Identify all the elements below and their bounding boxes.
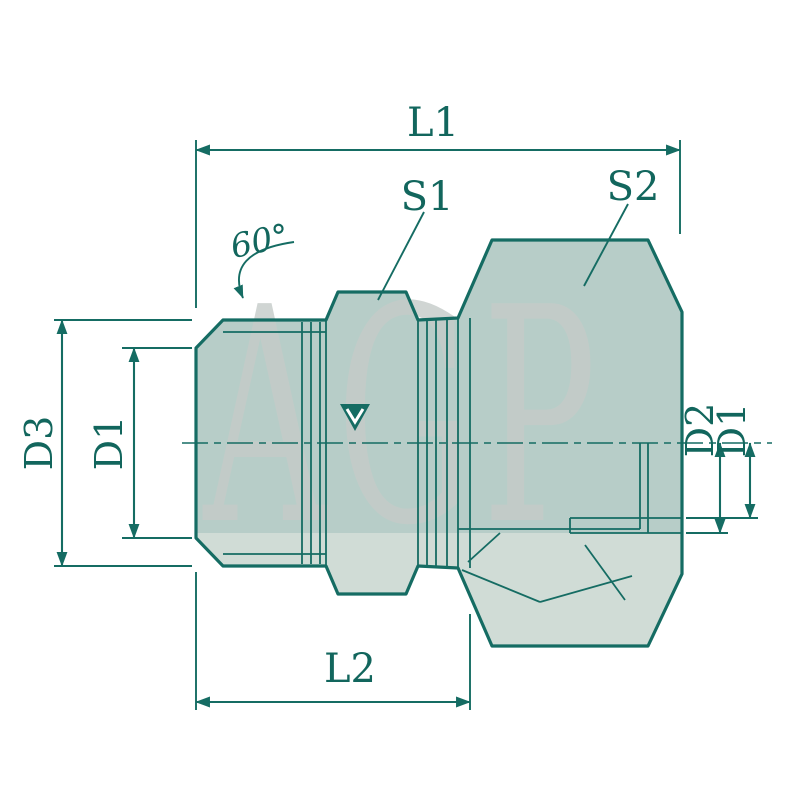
dimension-d3 <box>54 319 192 567</box>
label-s1: S1 <box>401 174 454 220</box>
watermark-text: AGP <box>202 245 606 591</box>
dimension-labels: L1 S1 S2 60° D3 D1 D2 D1 L2 <box>17 100 754 692</box>
brand-mark-icon <box>340 404 370 431</box>
dimension-d1-right <box>686 442 758 519</box>
s2-leader-line <box>583 203 629 287</box>
dimension-d1-left <box>122 347 192 539</box>
label-d1-left: D1 <box>87 416 131 471</box>
angle-leader-arrow <box>233 241 295 299</box>
dimension-l1 <box>195 140 681 308</box>
label-l1: L1 <box>407 100 459 146</box>
label-d1-right: D1 <box>710 403 754 458</box>
drawing-lines <box>54 140 772 710</box>
s1-leader-line <box>377 211 425 301</box>
dimension-l2 <box>195 572 471 710</box>
label-d3: D3 <box>17 416 61 471</box>
watermark: AGP <box>202 245 606 591</box>
label-s2: S2 <box>607 164 660 210</box>
label-l2: L2 <box>324 646 376 692</box>
label-d2-right: D2 <box>678 403 722 458</box>
